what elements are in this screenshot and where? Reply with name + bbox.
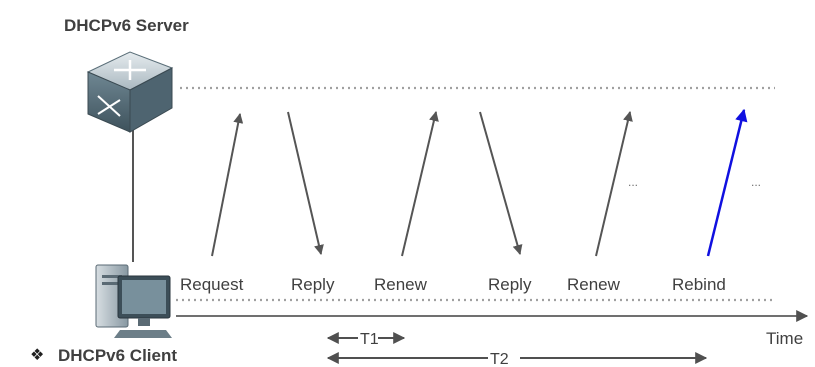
bullet-icon: ❖ [30, 345, 44, 364]
time-label: Time [766, 329, 803, 348]
message-label-reply-1: Reply [291, 275, 335, 294]
arrow-reply-2: Reply [479, 111, 532, 294]
router-switch-icon [86, 51, 174, 133]
t2-label: T2 [490, 351, 509, 367]
message-label-rebind: Rebind [672, 275, 726, 294]
server-label: DHCPv6 Server [64, 16, 189, 35]
message-label-renew-1: Renew [374, 275, 428, 294]
ellipsis-2: ... [751, 175, 761, 189]
arrow-renew-2: Renew [567, 111, 633, 294]
message-label-request: Request [180, 275, 244, 294]
arrow-rebind: Rebind [672, 108, 748, 294]
desktop-computer-icon [95, 264, 172, 338]
message-label-renew-2: Renew [567, 275, 621, 294]
t1-label: T1 [360, 331, 379, 348]
arrow-renew-1: Renew [374, 111, 439, 294]
arrow-reply-1: Reply [287, 111, 335, 294]
client-label: DHCPv6 Client [58, 346, 177, 365]
arrow-request: Request [180, 113, 244, 294]
message-label-reply-2: Reply [488, 275, 532, 294]
ellipsis-1: ... [628, 175, 638, 189]
